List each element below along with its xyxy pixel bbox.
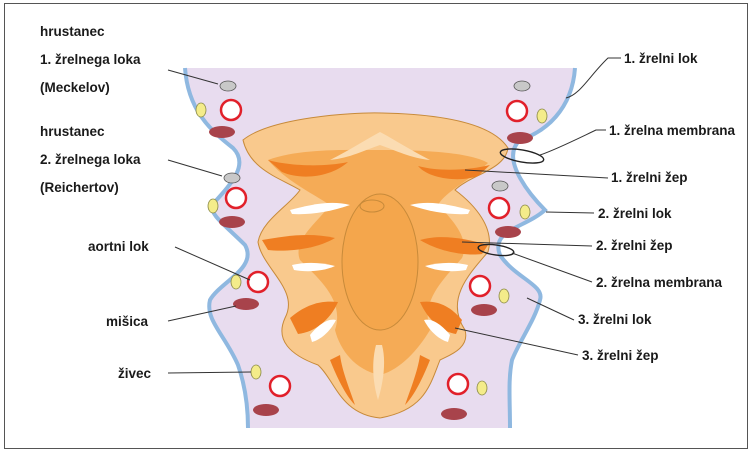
leader-aortic-arch: [175, 247, 250, 280]
cartilage-1-left: [220, 81, 236, 91]
nerve-4-left: [251, 365, 261, 379]
nerve-4-right: [477, 381, 487, 395]
muscle-4-left: [253, 404, 279, 416]
nerve-3-left: [231, 275, 241, 289]
artery-1-right: [507, 101, 527, 121]
nerve-1-left: [196, 103, 206, 117]
nerve-2-right: [520, 205, 530, 219]
artery-3-left: [248, 272, 268, 292]
label-membrane-2: 2. žrelna membrana: [596, 275, 723, 290]
artery-1-left: [221, 100, 241, 120]
central-oval: [342, 194, 418, 330]
cartilage-1-right: [514, 81, 530, 91]
label-muscle: mišica: [106, 314, 149, 329]
small-center-oval: [360, 200, 384, 212]
label-pouch-3: 3. žrelni žep: [582, 348, 659, 363]
label-cartilage-1-line1: hrustanec: [40, 24, 105, 39]
muscle-2-right: [495, 226, 521, 238]
artery-3-right: [470, 276, 490, 296]
muscle-1-right: [507, 132, 533, 144]
leader-membrane-1: [540, 130, 606, 155]
artery-2-left: [226, 188, 246, 208]
artery-4-right: [448, 374, 468, 394]
cartilage-2-left: [224, 173, 240, 183]
label-pouch-1: 1. žrelni žep: [611, 170, 688, 185]
label-arch-1: 1. žrelni lok: [624, 51, 698, 66]
nerve-2-left: [208, 199, 218, 213]
leader-arch-2: [546, 212, 594, 213]
label-cartilage-2-line2: 2. žrelnega loka: [40, 152, 141, 167]
label-pouch-2: 2. žrelni žep: [596, 238, 673, 253]
leader-cartilage-2: [168, 160, 222, 176]
label-aortic-arch: aortni lok: [88, 239, 149, 254]
cartilage-2-right: [492, 181, 508, 191]
label-cartilage-1-line2: 1. žrelnega loka: [40, 52, 141, 67]
muscle-4-right: [441, 408, 467, 420]
artery-2-right: [489, 198, 509, 218]
label-membrane-1: 1. žrelna membrana: [609, 123, 736, 138]
muscle-1-left: [209, 126, 235, 138]
muscle-2-left: [219, 216, 245, 228]
label-arch-3: 3. žrelni lok: [578, 312, 652, 327]
label-nerve: živec: [118, 366, 152, 381]
nerve-1-right: [537, 109, 547, 123]
muscle-3-left: [233, 298, 259, 310]
label-cartilage-2-line1: hrustanec: [40, 124, 105, 139]
label-cartilage-1-line3: (Meckelov): [40, 80, 110, 95]
nerve-3-right: [499, 289, 509, 303]
artery-4-left: [270, 376, 290, 396]
label-cartilage-2-line3: (Reichertov): [40, 180, 119, 195]
label-arch-2: 2. žrelni lok: [598, 206, 672, 221]
muscle-3-right: [471, 304, 497, 316]
